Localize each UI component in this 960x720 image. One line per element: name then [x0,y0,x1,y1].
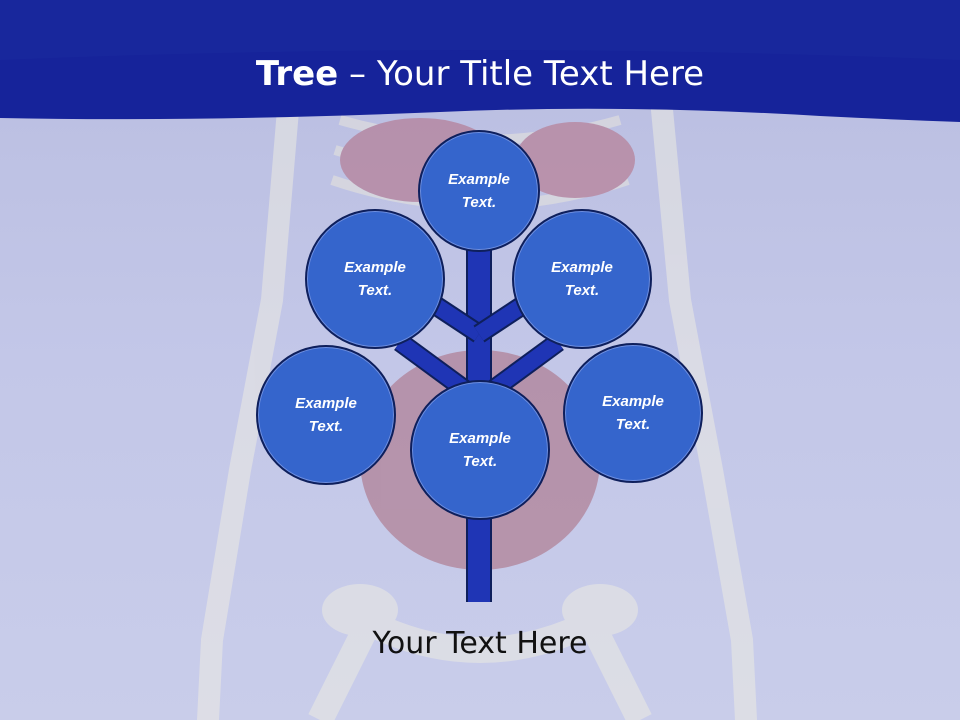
tree-node-top: Example Text. [418,130,540,252]
slide-caption: Your Text Here [372,626,588,661]
node-label: Example Text. [551,259,613,299]
tree-node-center: Example Text. [410,380,550,520]
tree-node-lower-right: Example Text. [563,343,703,483]
node-label: Example Text. [448,171,510,211]
slide-title: Tree – Your Title Text Here [0,52,960,96]
node-label: Example Text. [344,259,406,299]
node-label: Example Text. [295,395,357,435]
tree-node-upper-left: Example Text. [305,209,445,349]
tree-node-upper-right: Example Text. [512,209,652,349]
title-rest: – Your Title Text Here [338,54,705,94]
tree-node-lower-left: Example Text. [256,345,396,485]
node-label: Example Text. [449,430,511,470]
node-label: Example Text. [602,393,664,433]
title-bold: Tree [255,54,339,94]
